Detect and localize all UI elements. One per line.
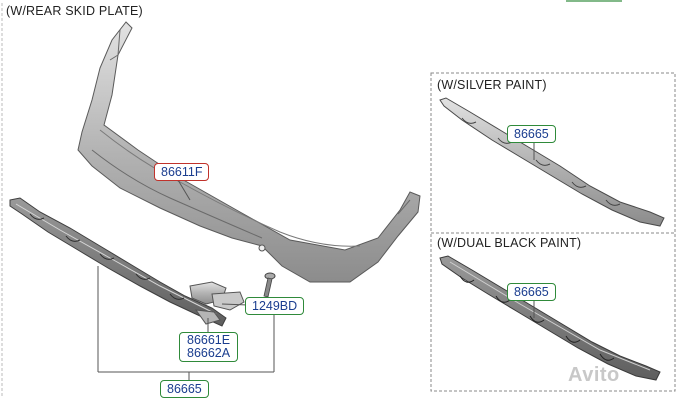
header-silver-paint: (W/SILVER PAINT) xyxy=(437,78,547,92)
callout-86661E-86662A[interactable]: 86661E 86662A xyxy=(179,332,239,362)
dual-black-paint-box xyxy=(430,232,676,392)
header-rear-skid-plate: (W/REAR SKID PLATE) xyxy=(6,4,143,18)
callout-86611F[interactable]: 86611F xyxy=(154,163,210,181)
callout-86661E[interactable]: 86661E xyxy=(187,333,231,347)
leader-lines xyxy=(97,141,535,380)
bumper-cover xyxy=(77,21,421,283)
callout-86665-main[interactable]: 86665 xyxy=(160,380,209,398)
skid-plate-main xyxy=(9,197,227,327)
bolt xyxy=(263,272,276,298)
callout-86662A[interactable]: 86662A xyxy=(187,346,231,360)
callout-86665-dual-black[interactable]: 86665 xyxy=(507,283,556,301)
callout-1249BD[interactable]: 1249BD xyxy=(245,297,305,315)
avito-watermark: Avito xyxy=(568,364,620,386)
callout-86665-silver[interactable]: 86665 xyxy=(507,125,556,143)
skid-plate-dual-black xyxy=(439,255,661,381)
skid-plate-silver xyxy=(439,97,665,227)
header-dual-black-paint: (W/DUAL BLACK PAINT) xyxy=(437,236,582,250)
bracket-parts xyxy=(189,281,245,325)
